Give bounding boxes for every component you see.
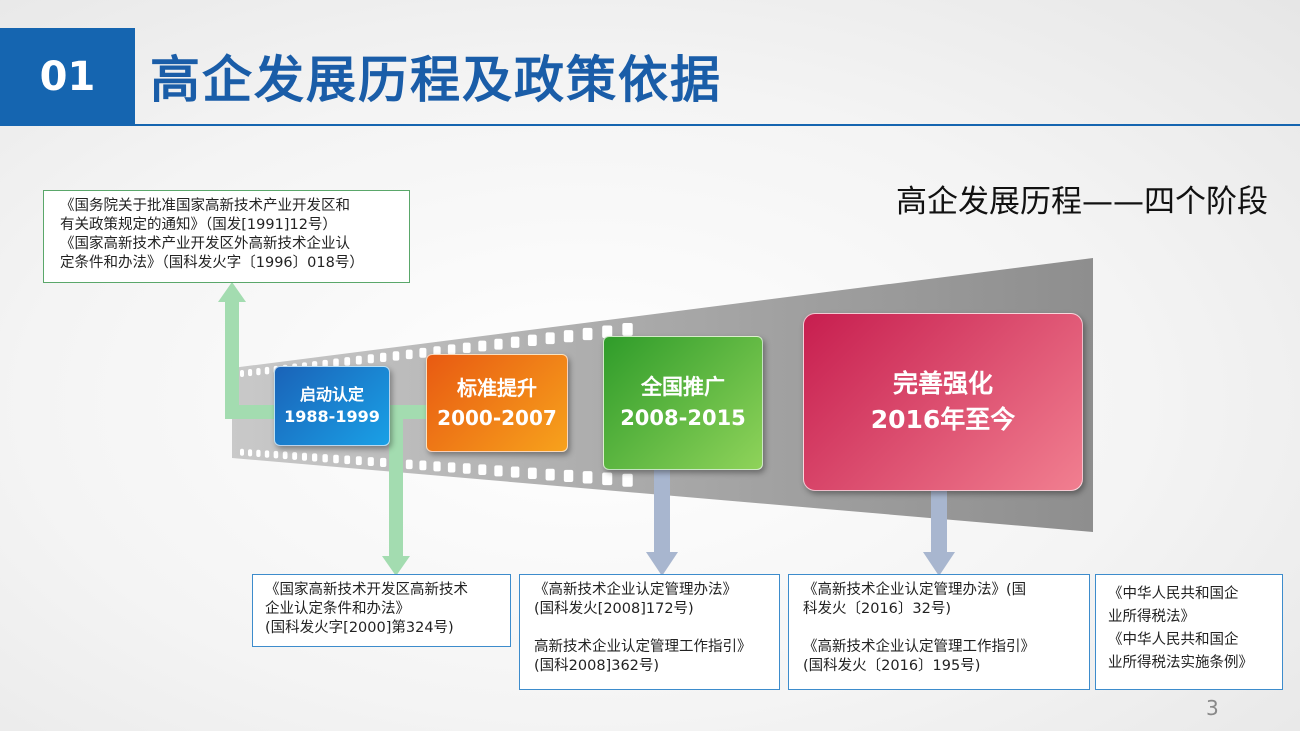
stage-card-1: 启动认定 1988-1999 — [274, 366, 390, 446]
sprocket-hole — [405, 349, 413, 360]
stage-4-years: 2016年至今 — [870, 405, 1016, 434]
arrow-stage2-down — [382, 405, 430, 576]
sprocket-hole — [602, 472, 613, 486]
sprocket-hole — [478, 464, 487, 476]
sprocket-hole — [344, 455, 351, 465]
arrow-stage1-up — [218, 282, 274, 419]
sprocket-hole — [582, 471, 593, 484]
sprocket-hole — [602, 325, 613, 339]
header-divider — [135, 124, 1300, 126]
sprocket-hole — [527, 467, 537, 480]
sprocket-hole — [447, 344, 456, 355]
sprocket-hole — [256, 449, 261, 458]
sprocket-hole — [344, 357, 351, 366]
sprocket-hole — [545, 332, 555, 345]
sprocket-hole — [582, 327, 593, 341]
stage-2-name: 标准提升 — [457, 376, 537, 400]
sprocket-hole — [248, 449, 253, 457]
sprocket-hole — [447, 462, 456, 473]
sprocket-hole — [494, 338, 503, 350]
sprocket-hole — [301, 452, 307, 461]
sprocket-hole — [248, 368, 253, 377]
sprocket-hole — [510, 466, 520, 478]
policy-note-stage4: 《高新技术企业认定管理办法》(国 科发火〔2016〕32号) 《高新技术企业认定… — [788, 574, 1090, 690]
page-title: 高企发展历程及政策依据 — [150, 51, 722, 109]
policy-note-stage2: 《国家高新技术开发区高新技术 企业认定条件和办法》 (国科发火字[2000]第3… — [252, 574, 511, 647]
sprocket-hole — [264, 450, 270, 458]
sprocket-hole — [264, 366, 270, 375]
policy-note-stage3: 《高新技术企业认定管理办法》 (国科发火[2008]172号) 高新技术企业认定… — [519, 574, 780, 690]
sprocket-hole — [355, 456, 362, 466]
sprocket-hole — [622, 473, 633, 487]
stage-card-2: 标准提升 2000-2007 — [426, 354, 568, 452]
stage-1-name: 启动认定 — [299, 385, 364, 404]
sprocket-hole — [494, 465, 503, 477]
sprocket-hole — [462, 342, 471, 354]
stage-card-4: 完善强化 2016年至今 — [803, 313, 1083, 491]
sprocket-hole — [240, 448, 244, 456]
sprocket-hole — [405, 459, 413, 470]
sprocket-hole — [563, 469, 574, 482]
stage-4-name: 完善强化 — [892, 369, 993, 398]
sprocket-hole — [256, 367, 261, 376]
sprocket-hole — [312, 453, 318, 462]
sprocket-hole — [392, 351, 400, 361]
sprocket-hole — [419, 347, 427, 358]
tax-law-note: 《中华人民共和国企 业所得税法》 《中华人民共和国企 业所得税法实施条例》 — [1095, 574, 1283, 690]
policy-note-stage1: 《国务院关于批准国家高新技术产业开发区和 有关政策规定的通知》（国发[1991]… — [43, 190, 410, 283]
sprocket-hole — [622, 322, 633, 336]
sprocket-hole — [322, 454, 328, 463]
stage-2-years: 2000-2007 — [437, 406, 557, 430]
sprocket-hole — [419, 460, 427, 471]
section-subtitle: 高企发展历程——四个阶段 — [896, 184, 1268, 220]
sprocket-hole — [273, 450, 279, 459]
sprocket-hole — [240, 369, 244, 377]
film-holes-bottom — [240, 448, 633, 487]
sprocket-hole — [333, 454, 339, 464]
arrow-stage4-down — [923, 482, 955, 576]
stage-3-years: 2008-2015 — [620, 406, 746, 430]
sprocket-hole — [380, 457, 387, 468]
sprocket-hole — [292, 452, 298, 460]
stage-card-3: 全国推广 2008-2015 — [603, 336, 763, 470]
sprocket-hole — [510, 336, 520, 348]
sprocket-hole — [282, 451, 288, 460]
sprocket-hole — [433, 461, 441, 472]
sprocket-hole — [380, 352, 387, 362]
sprocket-hole — [563, 330, 574, 343]
sprocket-hole — [367, 457, 374, 467]
sprocket-hole — [545, 468, 555, 481]
section-number: 01 — [0, 28, 135, 126]
arrow-stage3-down — [646, 468, 678, 576]
sprocket-hole — [433, 346, 441, 357]
sprocket-hole — [367, 354, 374, 364]
sprocket-hole — [333, 358, 339, 367]
page-number: 3 — [1206, 696, 1219, 720]
stage-3-name: 全国推广 — [641, 375, 725, 399]
sprocket-hole — [355, 355, 362, 365]
sprocket-hole — [527, 334, 537, 347]
sprocket-hole — [462, 463, 471, 474]
stage-1-years: 1988-1999 — [284, 407, 380, 426]
sprocket-hole — [478, 340, 487, 352]
